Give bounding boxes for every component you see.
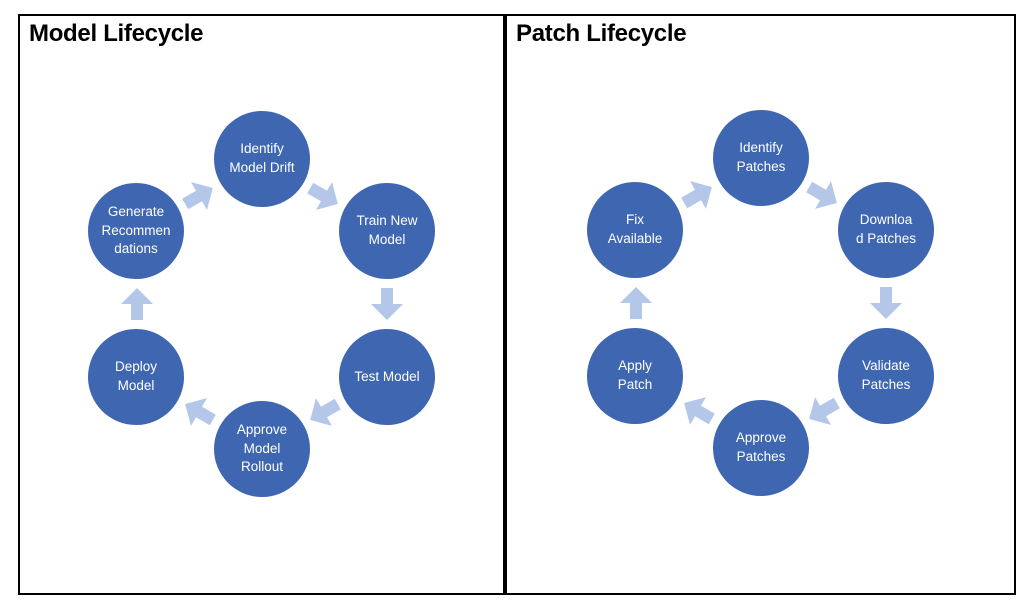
cycle-arrow-icon [121,288,153,320]
cycle-node-train-new-model: Train New Model [339,183,435,279]
cycle-arrow-icon [684,397,715,425]
model-lifecycle-panel: Model Lifecycle Identify Model Drift Tra… [18,14,505,595]
cycle-arrow-icon [620,287,652,319]
cycle-arrow-icon [870,287,902,319]
cycle-arrow-icon [809,397,840,425]
cycle-arrow-icon [371,288,403,320]
cycle-node-identify-patches: Identify Patches [713,110,809,206]
cycle-node-test-model: Test Model [339,329,435,425]
cycle-node-fix-available: Fix Available [587,182,683,278]
cycle-node-approve-patches: Approve Patches [713,400,809,496]
cycle-node-identify-model-drift: Identify Model Drift [214,111,310,207]
cycle-arrow-icon [307,182,338,210]
cycle-arrow-icon [182,182,213,210]
cycle-arrow-icon [310,398,341,426]
cycle-node-apply-patch: Apply Patch [587,328,683,424]
cycle-node-approve-model-rollout: Approve Model Rollout [214,401,310,497]
cycle-node-validate-patches: Validate Patches [838,328,934,424]
cycle-arrow-icon [681,181,712,209]
patch-lifecycle-panel: Patch Lifecycle Identify Patches Downloa… [505,14,1016,595]
cycle-node-download-patches: Downloa d Patches [838,182,934,278]
cycle-arrow-icon [806,181,837,209]
model-lifecycle-title: Model Lifecycle [29,20,204,47]
cycle-node-generate-recommendations: Generate Recommen dations [88,183,184,279]
cycle-node-deploy-model: Deploy Model [88,329,184,425]
patch-lifecycle-title: Patch Lifecycle [516,20,687,47]
cycle-arrow-icon [185,398,216,426]
